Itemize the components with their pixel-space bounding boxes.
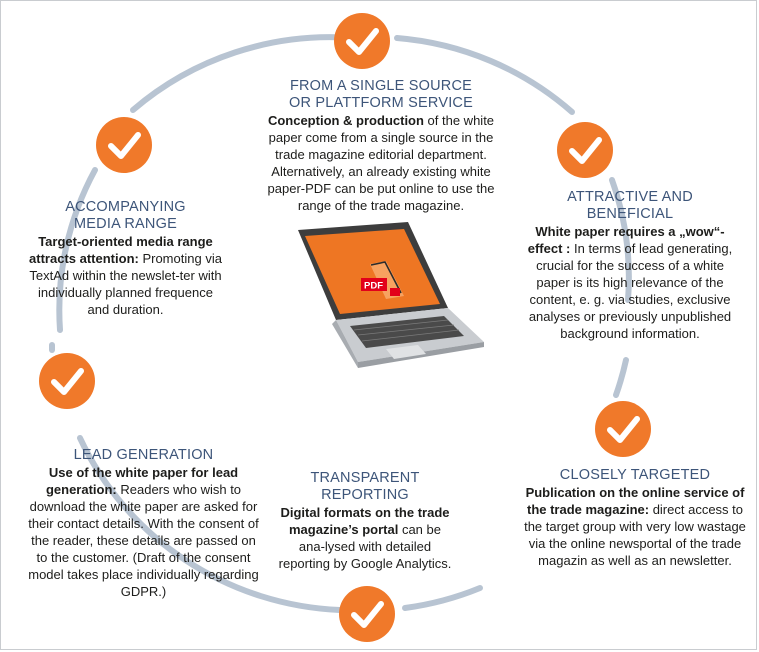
section-body-bold: Publication on the online service of the… (525, 485, 745, 517)
section-body: Publication on the online service of the… (524, 484, 746, 569)
section-lead-generation: LEAD GENERATION Use of the white paper f… (27, 447, 260, 600)
section-body-bold: Conception & production (267, 113, 424, 128)
checkmark-icon (334, 13, 390, 69)
section-body: Conception & production of the white pap… (256, 112, 506, 214)
section-heading: ATTRACTIVE AND (567, 189, 693, 205)
checkmark-icon (339, 586, 395, 642)
ring-arc-top-left (130, 34, 355, 113)
section-heading: BENEFICIAL (586, 206, 674, 222)
section-heading: LEAD GENERATION (73, 447, 214, 463)
ring-arc-bottom-right (402, 585, 483, 611)
section-body: Use of the white paper for lead generati… (27, 464, 260, 600)
section-heading: TRANSPARENT REPORTING (310, 470, 420, 503)
ring-arc-right-lower (613, 357, 629, 398)
laptop-icon: PDF (298, 222, 484, 368)
section-attractive: ATTRACTIVE AND BENEFICIAL White paper re… (520, 189, 740, 342)
section-body: Target-oriented media range attracts att… (27, 233, 224, 318)
section-body-text: In terms of lead generating, crucial for… (528, 241, 733, 341)
section-heading: FROM A SINGLE SOURCE (289, 78, 473, 94)
checkmark-icon (39, 353, 95, 409)
section-heading: CLOSELY TARGETED (559, 467, 711, 483)
section-media-range: ACCOMPANYING MEDIA RANGE Target-oriented… (27, 199, 224, 318)
section-reporting: TRANSPARENT REPORTING Digital formats on… (276, 470, 454, 572)
ring-arc-right-upper (609, 177, 632, 303)
section-body-text: direct access to the target group with v… (524, 502, 746, 568)
svg-text:PDF: PDF (364, 281, 383, 292)
section-body-bold: Target-oriented media range attracts att… (29, 234, 213, 266)
ring-arc-bottom-left (77, 435, 343, 613)
section-single-source: FROM A SINGLE SOURCE OR PLATTFORM SERVIC… (256, 78, 506, 214)
ring-arc-top-right (394, 35, 575, 115)
section-heading: MEDIA RANGE (74, 216, 177, 232)
section-body-text: of the white paper come from a single so… (267, 113, 495, 213)
section-heading: ACCOMPANYING (65, 199, 186, 215)
ring-arc-left-upper (56, 167, 98, 333)
section-body-bold: Use of the white paper for lead generati… (45, 465, 239, 497)
section-body: Digital formats on the trade magazine’s … (276, 504, 454, 572)
checkmark-icon (595, 401, 651, 457)
checkmark-icon (557, 122, 613, 178)
checkmark-icon (96, 117, 152, 173)
section-body-text: Promoting via TextAd within the newslet-… (29, 251, 222, 317)
section-body-bold: Digital formats on the trade magazine’s … (280, 505, 450, 537)
section-targeted: CLOSELY TARGETED Publication on the onli… (524, 467, 746, 569)
section-body-bold: White paper requires a „wow“-effect : (527, 224, 725, 256)
section-body-text: Readers who wish to download the white p… (28, 482, 259, 599)
section-heading: OR PLATTFORM SERVICE (289, 95, 473, 111)
section-body-text: can be ana-lysed with detailed reporting… (278, 522, 452, 571)
pdf-icon: PDF (361, 261, 404, 299)
section-body: White paper requires a „wow“-effect : In… (520, 223, 740, 342)
